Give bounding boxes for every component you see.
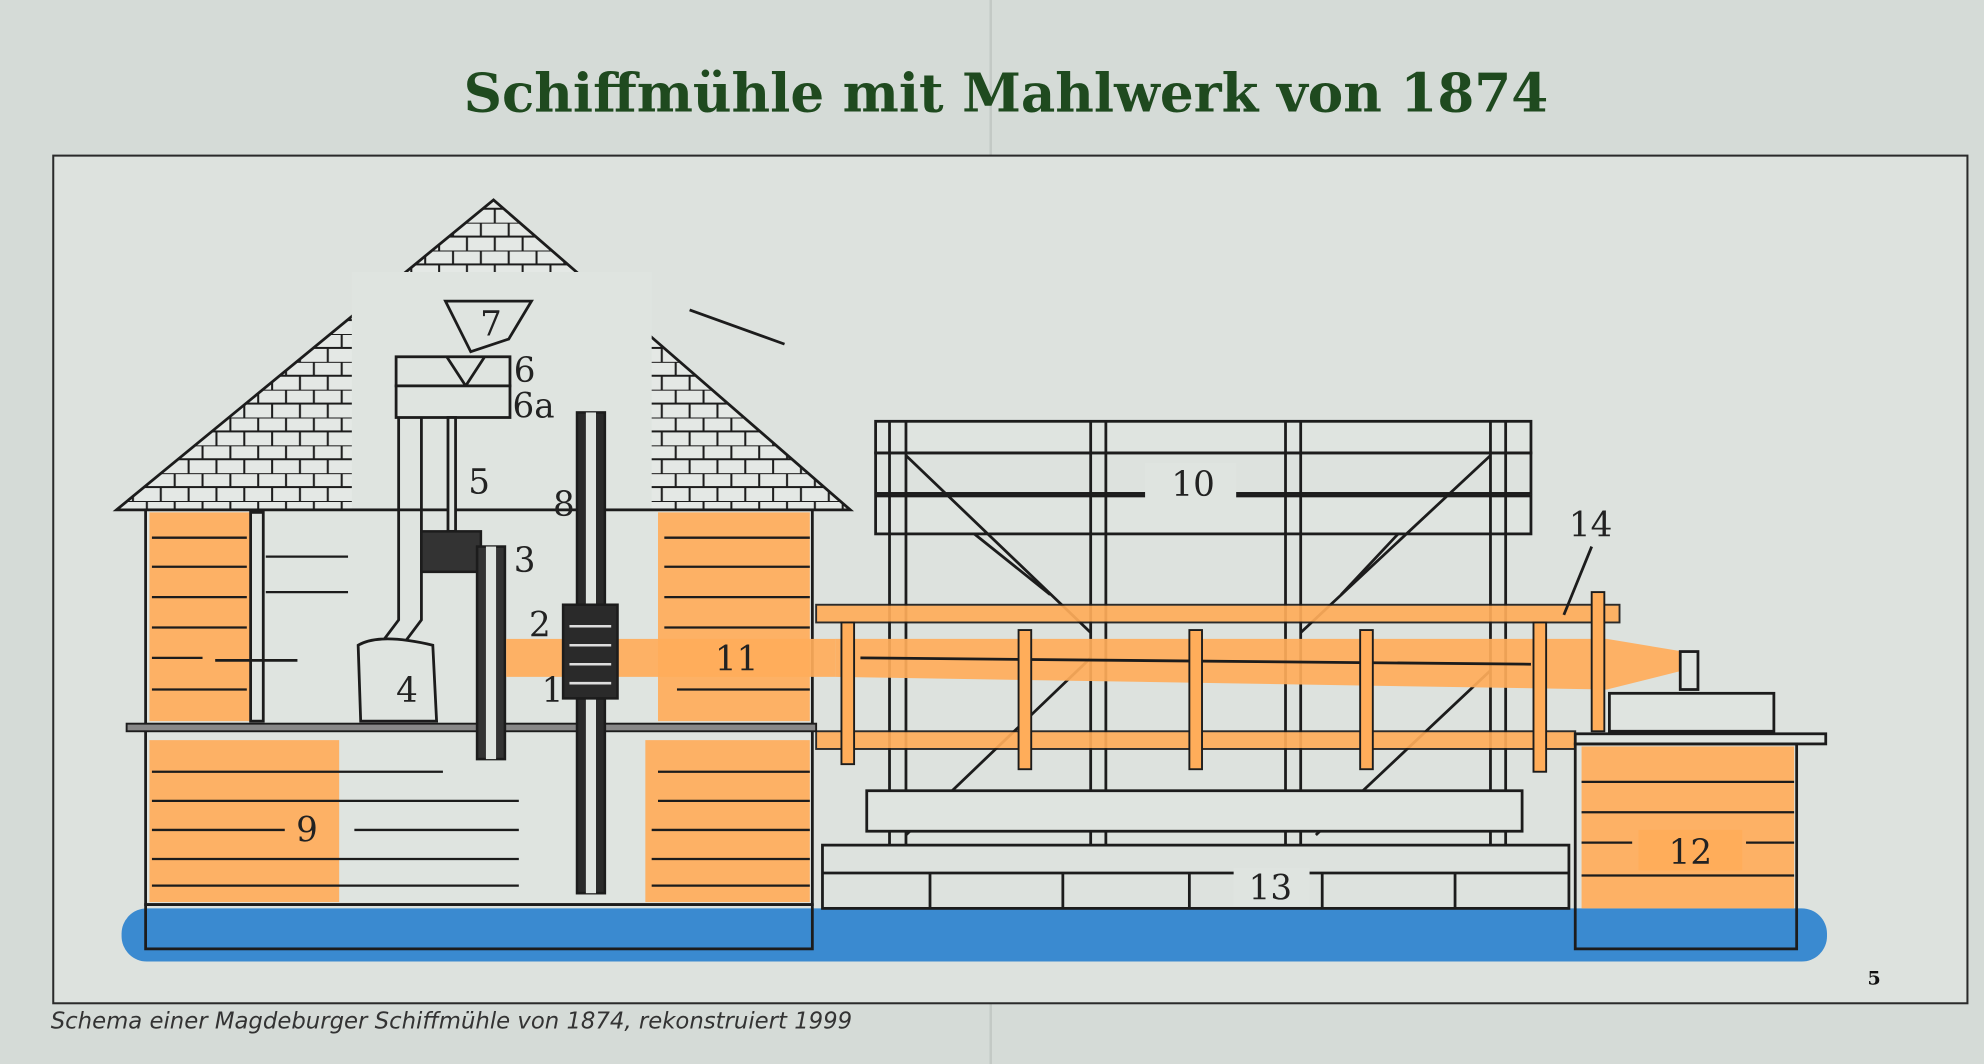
label-6a: 6a: [513, 387, 555, 427]
waterwheel-frame: [815, 419, 1828, 951]
page-title: Schiffmühle mit Mahlwerk von 1874: [464, 61, 1549, 124]
foundation: [144, 903, 814, 951]
label-3: 3: [514, 541, 536, 581]
label-5: 5: [468, 462, 490, 502]
milling-machinery: [356, 299, 836, 895]
pinion: [420, 530, 483, 574]
label-7: 7: [480, 304, 502, 344]
millstone-runner: [394, 355, 512, 388]
label-13: 13: [1249, 869, 1292, 909]
flour-sack: [356, 637, 439, 723]
label-12: 12: [1669, 833, 1712, 873]
label-1: 1: [542, 671, 564, 711]
label-6: 6: [514, 351, 536, 391]
label-14: 14: [1569, 505, 1612, 545]
millstone-bed: [394, 384, 512, 419]
spindle: [446, 416, 457, 533]
floor: [125, 722, 818, 733]
right-pier: [1573, 742, 1799, 951]
caption: Schema einer Magdeburger Schiffmühle von…: [51, 1009, 852, 1035]
hopper: [443, 299, 534, 354]
label-11: 11: [715, 640, 758, 680]
label-10: 10: [1171, 465, 1214, 505]
page-number: 5: [1867, 967, 1880, 989]
water: [121, 908, 1828, 962]
label-8: 8: [553, 485, 575, 525]
label-9: 9: [296, 810, 318, 850]
main-shaft: [506, 638, 836, 677]
leader-14: [1562, 546, 1593, 616]
label-4: 4: [396, 671, 418, 711]
label-2: 2: [529, 605, 551, 645]
